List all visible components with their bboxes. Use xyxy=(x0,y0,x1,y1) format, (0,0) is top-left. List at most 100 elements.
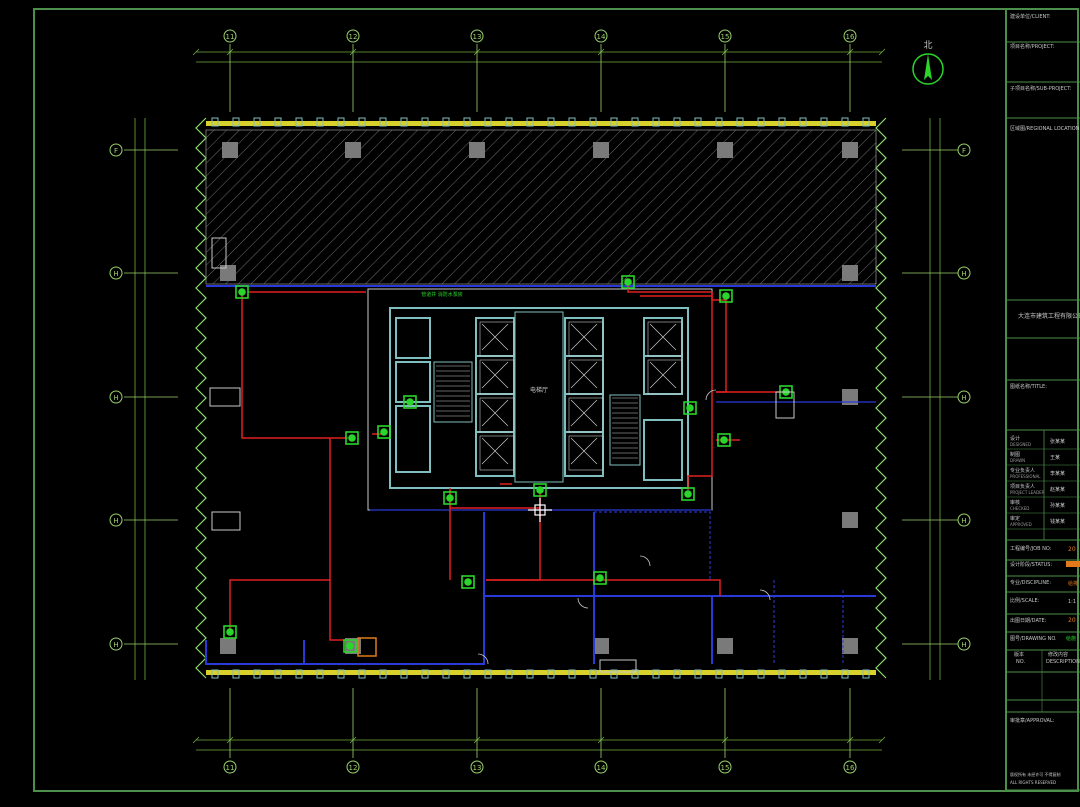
grid-label-top: 16 xyxy=(846,33,855,41)
fire-hydrant-15[interactable] xyxy=(683,401,697,415)
drawing-no-value: 给施 xyxy=(1066,635,1076,642)
company-name: 大连市建筑工程有限公司 xyxy=(1018,312,1080,320)
fire-hydrant-14[interactable] xyxy=(403,395,417,409)
column xyxy=(220,638,236,654)
fire-hydrant-1[interactable] xyxy=(345,431,359,445)
grid-column-0[interactable]: 11 11 xyxy=(223,29,237,774)
side-dimensions xyxy=(134,118,941,680)
footer-line1: 版权所有 未经许可 不得复制 xyxy=(1010,771,1061,777)
role-cn-1: 制图 xyxy=(1010,451,1020,458)
role-en-5: APPROVED xyxy=(1010,522,1032,527)
fire-hydrant-6[interactable] xyxy=(593,571,607,585)
role-en-4: CHECKED xyxy=(1010,506,1029,511)
structural-columns xyxy=(220,142,858,654)
role-name-4: 孙某某 xyxy=(1050,502,1065,509)
curtain-wall-mullions xyxy=(211,117,870,679)
grid-label-top: 13 xyxy=(473,33,482,41)
column xyxy=(469,142,485,158)
role-en-2: PROFESSIONAL xyxy=(1010,474,1041,479)
approval-label: 审批章/APPROVAL: xyxy=(1010,717,1055,724)
grid-row-label-right: H xyxy=(961,641,966,649)
role-cn-3: 项目负责人 xyxy=(1010,483,1035,490)
core-banner-label: 管道井 消防水泵房 xyxy=(421,291,463,298)
column xyxy=(222,142,238,158)
fire-hydrant-3[interactable] xyxy=(443,491,457,505)
fire-hydrant-devices[interactable] xyxy=(223,275,793,653)
door-swings xyxy=(477,389,771,665)
core-lobby-label: 电梯厅 xyxy=(530,386,548,394)
cad-crosshair-cursor xyxy=(528,498,552,522)
fire-hydrant-13[interactable] xyxy=(621,275,635,289)
grid-label-bottom: 12 xyxy=(349,764,358,772)
column xyxy=(842,389,858,405)
job-no-value: 20 xyxy=(1068,546,1076,553)
grid-label-top: 14 xyxy=(597,33,606,41)
fire-water-pipes xyxy=(229,282,786,641)
scale-value: 1:1 xyxy=(1068,599,1076,605)
scale-label: 比例/SCALE: xyxy=(1010,597,1040,604)
role-cn-0: 设计 xyxy=(1010,435,1020,442)
fire-hydrant-7[interactable] xyxy=(223,625,237,639)
rev-no-en: NO. xyxy=(1016,659,1025,665)
drawing-frame xyxy=(33,8,1079,792)
grid-label-bottom: 15 xyxy=(721,764,730,772)
column xyxy=(717,638,733,654)
role-en-0: DESIGNED xyxy=(1010,442,1031,447)
grid-row-label-right: H xyxy=(961,517,966,525)
drawing-no-label: 图号/DRAWING NO. xyxy=(1010,636,1057,642)
fire-hydrant-2[interactable] xyxy=(377,425,391,439)
west-facade-wall xyxy=(195,117,207,679)
column xyxy=(842,638,858,654)
fire-hydrant-12[interactable] xyxy=(719,289,733,303)
role-name-2: 李某某 xyxy=(1050,470,1065,477)
north-label: 北 xyxy=(923,40,932,51)
grid-row-label-left: H xyxy=(113,517,118,525)
facade-openings xyxy=(209,237,795,673)
title-label: 图纸名称/TITLE: xyxy=(1010,383,1047,390)
grid-row-label-left: F xyxy=(114,147,118,155)
fire-hydrant-4[interactable] xyxy=(533,483,547,497)
east-facade-wall xyxy=(875,117,887,679)
fire-hydrant-8[interactable] xyxy=(343,639,357,653)
top-dimensions xyxy=(196,51,882,751)
role-en-3: PROJECT LEADER xyxy=(1010,490,1045,495)
column xyxy=(220,265,236,281)
client-label: 建设单位/CLIENT: xyxy=(1010,13,1051,20)
role-name-5: 钱某某 xyxy=(1050,518,1065,525)
grid-row-label-left: H xyxy=(113,270,118,278)
grid-row-label-left: H xyxy=(113,641,118,649)
role-cn-4: 审核 xyxy=(1010,499,1020,506)
fire-hydrant-9[interactable] xyxy=(681,487,695,501)
fire-hydrant-0[interactable] xyxy=(235,285,249,299)
fire-cabinet[interactable] xyxy=(357,637,377,657)
curtain-walls xyxy=(206,121,876,675)
grid-row-label-right: H xyxy=(961,394,966,402)
grid-label-top: 11 xyxy=(226,33,235,41)
column xyxy=(717,142,733,158)
fire-hydrant-5[interactable] xyxy=(461,575,475,589)
stair-treads xyxy=(436,365,638,459)
column xyxy=(842,512,858,528)
footer-line2: ALL RIGHTS RESERVED xyxy=(1010,780,1056,785)
role-cn-2: 专业负责人 xyxy=(1010,467,1035,474)
grid-label-bottom: 11 xyxy=(226,764,235,772)
rev-desc-label: 修改内容 xyxy=(1048,651,1068,658)
column xyxy=(345,142,361,158)
grid-column-2[interactable]: 13 13 xyxy=(470,29,484,774)
north-arrow[interactable]: 北 xyxy=(912,40,944,85)
grid-label-bottom: 13 xyxy=(473,764,482,772)
project-label: 项目名称/PROJECT: xyxy=(1010,43,1055,50)
fire-hydrant-10[interactable] xyxy=(717,433,731,447)
